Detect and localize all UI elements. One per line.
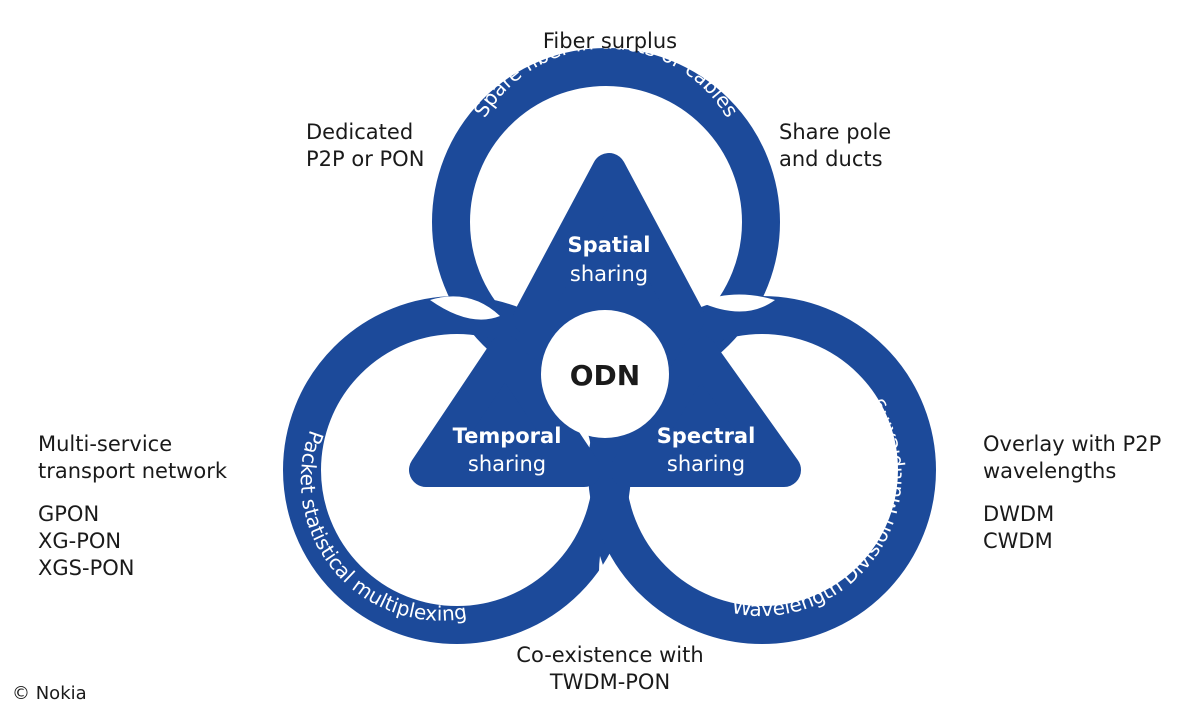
odn-center-circle	[541, 310, 669, 438]
gap-top-left	[430, 296, 500, 320]
spatial-title: Spatial	[568, 233, 651, 257]
label-dedicated-p2p: Dedicated P2P or PON	[306, 120, 425, 171]
gap-top-right	[700, 294, 775, 312]
sector-triangles	[409, 153, 801, 487]
label-pon-list: GPON XG-PON XGS-PON	[38, 502, 135, 580]
odn-label: ODN	[570, 359, 640, 392]
spatial-subtitle: sharing	[570, 262, 648, 286]
spectral-subtitle: sharing	[667, 452, 745, 476]
copyright-notice: © Nokia	[12, 683, 87, 704]
spectral-title: Spectral	[657, 424, 756, 448]
label-share-pole: Share pole and ducts	[779, 120, 892, 171]
label-co-existence: Co-existence with TWDM-PON	[516, 643, 704, 694]
label-overlay-p2p: Overlay with P2P wavelengths	[983, 432, 1162, 483]
temporal-title: Temporal	[453, 424, 562, 448]
triangle-temporal	[409, 335, 601, 487]
temporal-subtitle: sharing	[468, 452, 546, 476]
triangle-spectral	[610, 335, 801, 487]
label-wdm-list: DWDM CWDM	[983, 502, 1055, 553]
ring-intersection-gaps	[430, 294, 775, 616]
label-fiber-surplus: Fiber surplus	[542, 29, 678, 53]
gap-bottom	[599, 556, 609, 616]
label-multi-service: Multi-service transport network	[38, 432, 227, 483]
ring-spectral	[588, 296, 936, 644]
